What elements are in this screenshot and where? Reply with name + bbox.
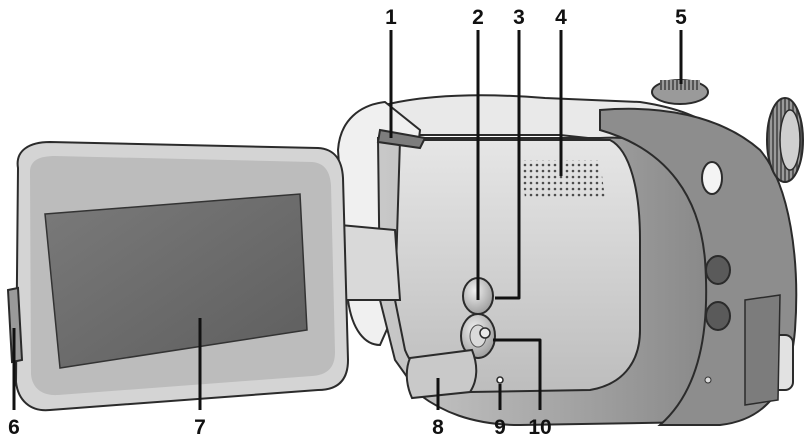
rear-button-top[interactable]: [701, 161, 723, 195]
callout-5: 5: [675, 6, 687, 29]
callout-9: 9: [494, 416, 506, 439]
callout-1: 1: [385, 6, 397, 29]
rear-indicator: [704, 376, 712, 384]
reset-hole[interactable]: [496, 376, 504, 384]
lamp: [479, 327, 491, 339]
callout-3: 3: [513, 6, 525, 29]
leader-3: [495, 30, 521, 300]
callout-7: 7: [194, 416, 206, 439]
lcd-screen[interactable]: [44, 193, 308, 369]
callout-10: 10: [528, 416, 551, 439]
lcd-side-edge: [6, 286, 24, 364]
rear-hatch: [744, 294, 781, 406]
lcd-hinge: [338, 223, 402, 301]
rear-button-low[interactable]: [705, 301, 731, 331]
leader-10: [493, 338, 542, 410]
callout-6: 6: [8, 416, 20, 439]
callout-4: 4: [555, 6, 567, 29]
card-slot-cover[interactable]: [405, 348, 478, 400]
callout-2: 2: [472, 6, 484, 29]
zoom-lever-ridges: [660, 80, 700, 90]
mode-dial-cap: [779, 109, 801, 171]
speaker-grille: [520, 160, 605, 198]
rear-button-mid[interactable]: [705, 255, 731, 285]
callout-8: 8: [432, 416, 444, 439]
